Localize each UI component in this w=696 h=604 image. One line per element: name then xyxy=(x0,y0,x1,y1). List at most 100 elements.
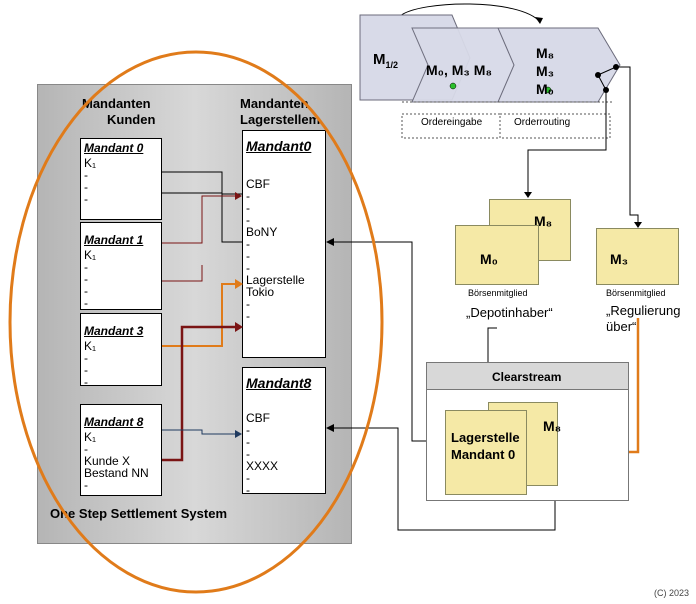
switch-line xyxy=(597,74,607,91)
arrowhead xyxy=(235,279,243,289)
list-item: - xyxy=(246,189,250,203)
list-item: - xyxy=(246,483,250,497)
list-item: Kunde X xyxy=(84,454,131,468)
orderrouting-label: Orderrouting xyxy=(514,117,571,128)
arrowhead xyxy=(235,430,242,438)
client-title: Mandant 3 xyxy=(84,324,144,338)
client-title: Mandant 8 xyxy=(84,415,144,429)
clearstream-title: Clearstream xyxy=(492,370,562,384)
list-item: - xyxy=(84,180,88,194)
member-label-m8: M₈ xyxy=(534,213,553,229)
top-arc-arrow xyxy=(399,3,541,23)
arrowhead xyxy=(235,322,243,332)
list-item: - xyxy=(246,249,250,263)
arrowhead xyxy=(235,192,242,200)
client-box-mandant-1: Mandant 1 K₁ - - - - xyxy=(80,222,162,310)
list-item: - xyxy=(84,363,88,377)
arrowhead xyxy=(524,192,532,198)
client-lines: K₁ - Kunde X Bestand NN - xyxy=(84,431,149,491)
col1-header-line1: Mandanten xyxy=(82,96,151,111)
link-client3-orange xyxy=(162,283,240,347)
list-item: K₁ xyxy=(84,430,97,444)
list-item: Lagerstelle xyxy=(246,273,305,287)
regulierung-line2: über“ xyxy=(606,319,637,334)
list-item: - xyxy=(246,309,250,323)
list-item: - xyxy=(246,261,250,275)
lagerstelle-box: Lagerstelle Mandant 0 xyxy=(445,410,527,495)
link-client8-red xyxy=(162,325,240,462)
list-item: - xyxy=(84,284,88,298)
ordereingabe-label: Ordereingabe xyxy=(421,117,483,128)
list-item: - xyxy=(84,442,88,456)
highlight-ellipse xyxy=(8,50,384,594)
depot-box-mandant0: Mandant0 CBF - - - BoNY - - - Lagerstell… xyxy=(242,130,326,358)
connector-bony xyxy=(328,241,440,442)
list-item: K₁ xyxy=(84,248,97,262)
depot-title: Mandant0 xyxy=(246,138,312,154)
client-title: Mandant 1 xyxy=(84,233,144,247)
switch-line xyxy=(597,66,617,76)
connector-m0 xyxy=(527,90,607,196)
m12-label: M1/2 xyxy=(373,52,398,70)
orderrouting-bar xyxy=(499,113,611,139)
list-item: - xyxy=(84,168,88,182)
list-item: CBF xyxy=(246,411,270,425)
col2-header-line2: Lagerstellem xyxy=(240,112,321,127)
list-item: - xyxy=(84,375,88,389)
member-box-m0: M₀ xyxy=(455,225,539,285)
list-item: - xyxy=(246,237,250,251)
list-item: Tokio xyxy=(246,285,275,299)
member-label-m0: M₀ xyxy=(480,251,498,267)
client-box-mandant-0: Mandant 0 K₁ - - - xyxy=(80,138,162,220)
link-client0-bony xyxy=(162,192,242,243)
connector-depotinhaber xyxy=(487,327,497,362)
list-item: - xyxy=(246,447,250,461)
list-item: - xyxy=(246,201,250,215)
member-label-m3: M₃ xyxy=(610,251,629,267)
list-item: BoNY xyxy=(246,225,278,239)
depotinhaber-label: „Depotinhaber“ xyxy=(466,305,553,320)
m12-sub: 1/2 xyxy=(385,60,399,70)
boersen-label-1: Börsenmitglied xyxy=(468,288,528,298)
list-item: - xyxy=(246,297,250,311)
panel-footer: One Step Settlement System xyxy=(50,506,227,521)
list-item: CBF xyxy=(246,177,270,191)
depot-title: Mandant8 xyxy=(246,375,312,391)
member-box-m3: M₃ xyxy=(596,228,679,285)
right-labels: M₈ M₃ M₀ xyxy=(536,44,554,98)
list-item: - xyxy=(246,423,250,437)
client-box-mandant-8: Mandant 8 K₁ - Kunde X Bestand NN - xyxy=(80,404,162,496)
depot-lines: CBF - - - XXXX - - xyxy=(246,412,278,496)
list-item: - xyxy=(84,478,88,492)
link-client1-red-b xyxy=(162,265,203,282)
list-item: K₁ xyxy=(84,156,97,170)
link-client1-red-a xyxy=(162,195,240,244)
link-client8-blue xyxy=(162,429,240,435)
list-item: M₀ xyxy=(536,81,554,97)
client-title: Mandant 0 xyxy=(84,141,144,155)
lagerstelle-line2: Mandant 0 xyxy=(451,447,516,462)
lagerstelle-line1: Lagerstelle xyxy=(451,430,520,445)
mid-label: M₀, M₃ M₈ xyxy=(426,62,492,78)
green-node xyxy=(449,82,457,90)
col1-header-line2: Kunden xyxy=(107,112,156,127)
regulierung-line1: „Regulierung xyxy=(606,303,681,318)
list-item: - xyxy=(246,471,250,485)
client-lines: K₁ - - - - xyxy=(84,249,96,309)
depot-box-mandant8: Mandant8 CBF - - - XXXX - - xyxy=(242,367,326,496)
list-item: - xyxy=(84,351,88,365)
arrowhead xyxy=(326,424,334,432)
col2-header-line1: Mandanten xyxy=(240,96,309,111)
list-item: - xyxy=(84,272,88,286)
arrowhead xyxy=(634,222,642,228)
list-item: - xyxy=(246,435,250,449)
list-item: M₈ xyxy=(536,45,555,61)
client-lines: K₁ - - - xyxy=(84,157,96,205)
list-item: M₃ xyxy=(536,63,555,79)
list-item: Bestand NN xyxy=(84,466,149,480)
m12-main: M xyxy=(373,51,386,68)
list-item: XXXX xyxy=(246,459,279,473)
clearstream-header: Clearstream xyxy=(427,363,628,390)
client-box-mandant-3: Mandant 3 K₁ - - - xyxy=(80,313,162,389)
